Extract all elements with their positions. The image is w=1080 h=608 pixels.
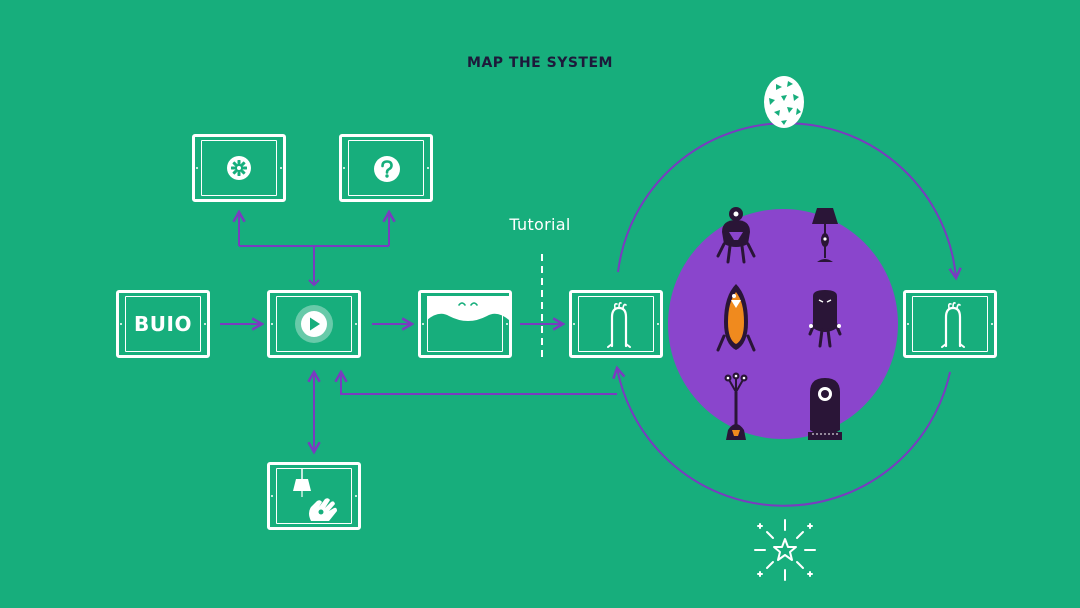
buio-logo-text: BUIO — [134, 312, 192, 336]
home-screen — [267, 290, 361, 358]
lamp-hand-icon — [293, 469, 337, 521]
monster-lamp — [812, 208, 838, 262]
buio-start-screen: BUIO — [116, 290, 210, 358]
help-screen — [339, 134, 433, 202]
cycle-arc-bottom — [612, 365, 951, 507]
monsters-circle — [668, 209, 898, 439]
face-screen — [418, 290, 512, 358]
lamp-interaction-screen — [267, 462, 361, 530]
ghost-icon — [607, 302, 631, 348]
monster-pill — [808, 290, 842, 348]
arrow-home-down-head — [308, 279, 320, 287]
monster-eye-stalks — [724, 372, 748, 440]
egg-icon — [764, 76, 804, 128]
diagram-title: MAP THE SYSTEM — [467, 55, 613, 71]
end-screen — [903, 290, 997, 358]
monster-one-eye-tripod — [716, 207, 756, 264]
monster-round-eye — [808, 378, 842, 440]
ghost-icon — [941, 302, 965, 348]
tutorial-label: Tutorial — [509, 215, 571, 234]
gear-icon — [227, 156, 251, 180]
game-screen — [569, 290, 663, 358]
star-burst-icon — [754, 519, 816, 581]
face-screen-icon — [427, 296, 509, 321]
settings-screen — [192, 134, 286, 202]
play-icon — [295, 305, 333, 343]
arrow-game-to-home — [334, 369, 617, 395]
question-icon — [374, 156, 400, 182]
monster-orange-mouth — [716, 284, 756, 352]
